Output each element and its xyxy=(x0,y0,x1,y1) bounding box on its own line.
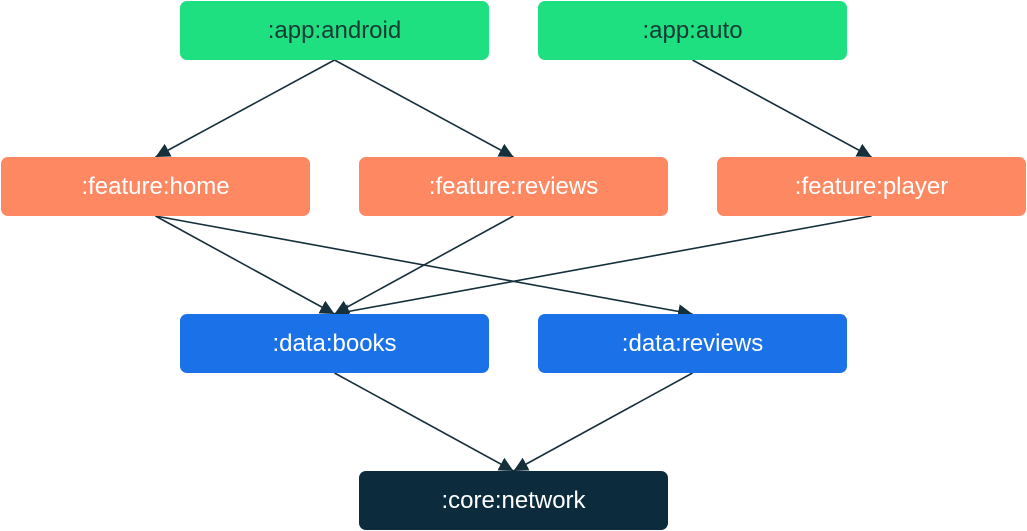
edge-app_auto-to-feature_player xyxy=(692,59,872,158)
edge-data_reviews-to-core_network xyxy=(513,372,693,472)
node-core-network: :core:network xyxy=(359,471,668,530)
edge-app_android-to-feature_home xyxy=(155,59,335,158)
node-app-auto: :app:auto xyxy=(538,1,847,60)
node-data-reviews: :data:reviews xyxy=(538,314,847,373)
node-label: :data:reviews xyxy=(621,329,764,357)
edge-data_books-to-core_network xyxy=(334,372,514,472)
node-label: :app:android xyxy=(267,16,402,44)
node-feature-home: :feature:home xyxy=(1,157,310,216)
node-label: :feature:reviews xyxy=(428,172,599,200)
edge-feature_home-to-data_books xyxy=(155,215,335,315)
node-data-books: :data:books xyxy=(180,314,489,373)
node-label: :app:auto xyxy=(642,16,743,44)
node-label: :feature:player xyxy=(794,172,949,200)
edge-feature_reviews-to-data_books xyxy=(334,215,514,315)
edge-app_android-to-feature_reviews xyxy=(334,59,514,158)
node-label: :core:network xyxy=(441,486,586,514)
node-app-android: :app:android xyxy=(180,1,489,60)
node-feature-player: :feature:player xyxy=(717,157,1026,216)
edge-feature_player-to-data_books xyxy=(334,215,872,319)
node-feature-reviews: :feature:reviews xyxy=(359,157,668,216)
node-label: :feature:home xyxy=(81,172,230,200)
node-label: :data:books xyxy=(272,329,397,357)
